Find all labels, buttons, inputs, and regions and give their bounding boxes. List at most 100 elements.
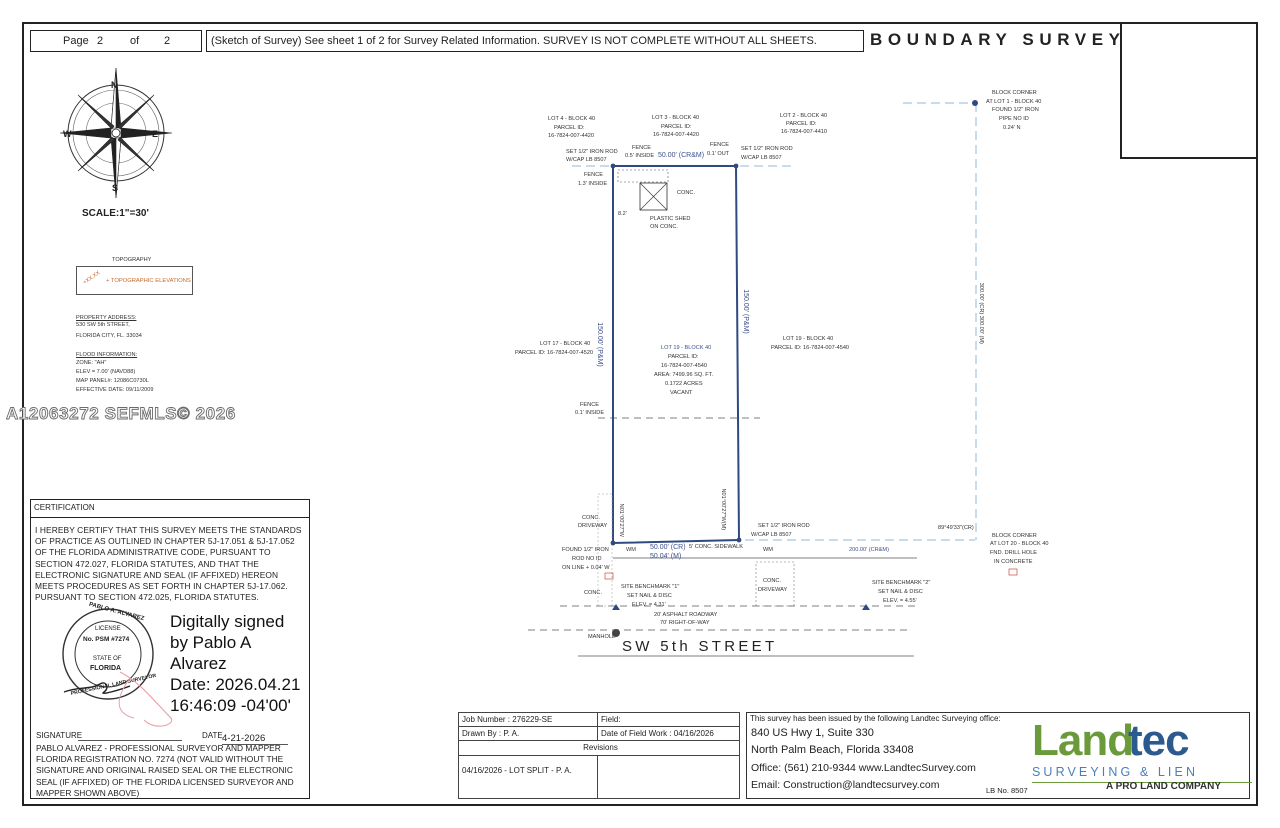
seal-state: STATE OF xyxy=(93,656,122,662)
fence-top-right-2: 0.1' OUT xyxy=(707,151,730,157)
topography-title: TOPOGRAPHY xyxy=(112,257,152,263)
address-line1: 530 SW 5th STREET, xyxy=(76,322,130,328)
left-dimension: 150.00' (P&M) xyxy=(595,322,603,367)
angle-label: 89°49'33"(CR) xyxy=(938,525,974,531)
found-rod-3: ON LINE + 0.04' W xyxy=(562,565,610,571)
bearing-left: N01°00'27"W xyxy=(617,503,624,537)
block-corner-bot-1: BLOCK CORNER xyxy=(992,533,1037,539)
conc-driveway-left-2: DRIVEWAY xyxy=(578,523,608,529)
lot4-line2: PARCEL ID: xyxy=(554,125,585,131)
compass-rose-icon xyxy=(59,67,173,199)
date-label: DATE xyxy=(202,731,223,740)
lot19-center-1: LOT 19 - BLOCK 40 xyxy=(661,345,712,351)
block-corner-top-5: 0.24' N xyxy=(1003,125,1021,131)
compass-s: S xyxy=(112,183,119,193)
logo-tagline: A PRO LAND COMPANY xyxy=(1106,781,1221,792)
found-rod-1: FOUND 1/2" IRON xyxy=(562,547,609,553)
seal-psm: No. PSM #7274 xyxy=(83,636,130,643)
digital-signature-line4: Date: 2026.04.21 xyxy=(170,675,301,694)
top-dimension: 50.00' (CR&M) xyxy=(658,152,705,159)
east-dimension: 300.00' (CR) 300.00' (M) xyxy=(977,282,984,344)
flood-date: EFFECTIVE DATE: 09/11/2009 xyxy=(76,387,154,393)
benchmark1-1: SITE BENCHMARK "1" xyxy=(621,584,680,590)
digital-signature-line5: 16:46:09 -04'00' xyxy=(170,696,291,715)
lot3-line1: LOT 3 - BLOCK 40 xyxy=(652,115,700,121)
sidewalk-label: 5' CONC. SIDEWALK xyxy=(689,544,744,550)
fence-mid-1: FENCE xyxy=(580,402,599,408)
office-address2: North Palm Beach, Florida 33408 xyxy=(751,744,914,756)
set-rod-bottom-1: SET 1/2" IRON ROD xyxy=(758,523,810,529)
lot19-center-3: 16-7824-007-4540 xyxy=(661,363,708,369)
page-number: 2 xyxy=(97,35,104,47)
conc-label: CONC. xyxy=(677,190,696,196)
lot19-right-1: LOT 19 - BLOCK 40 xyxy=(783,336,834,342)
lot2-line1: LOT 2 - BLOCK 40 xyxy=(780,113,828,119)
set-rod-left-1: SET 1/2" IRON ROD xyxy=(566,149,618,155)
fence-left-1: FENCE xyxy=(584,172,603,178)
block-corner-top-2: AT LOT 1 - BLOCK 40 xyxy=(986,99,1042,105)
block-corner-bot-3: FND. DRILL HOLE xyxy=(990,550,1038,556)
lb-number: LB No. 8507 xyxy=(986,786,1028,795)
page-label: Page xyxy=(63,35,89,47)
address-title: PROPERTY ADDRESS: xyxy=(76,315,137,321)
conc-driveway-left-1: CONC. xyxy=(582,515,601,521)
block-corner-top-4: PIPE NO ID xyxy=(999,116,1029,122)
fence-top-right-1: FENCE xyxy=(710,142,729,148)
sheet-border xyxy=(22,22,1258,806)
block-corner-bot-4: IN CONCRETE xyxy=(994,559,1033,565)
lot19-center-6: VACANT xyxy=(670,390,693,396)
office-email: Email: Construction@landtecsurvey.com xyxy=(751,779,940,791)
page-title: BOUNDARY SURVEY xyxy=(870,30,1126,49)
office-box xyxy=(746,712,1250,799)
roadway-2: 70' RIGHT-OF-WAY xyxy=(660,620,710,626)
flood-elev: ELEV = 7.00' (NAVD88) xyxy=(76,369,136,375)
benchmark1-2: SET NAIL & DISC xyxy=(627,593,672,599)
certification-text: I HEREBY CERTIFY THAT THIS SURVEY MEETS … xyxy=(35,525,302,603)
title-corner-box xyxy=(1120,22,1258,159)
lot3-line3: 16-7824-007-4420 xyxy=(653,132,700,138)
seal-florida: FLORIDA xyxy=(90,665,122,672)
digital-signature-line2: by Pablo A xyxy=(170,633,252,652)
compass-w: W xyxy=(63,129,72,139)
topo-item: + TOPOGRAPHIC ELEVATIONS xyxy=(106,278,191,284)
set-rod-right-2: W/CAP LB 8507 xyxy=(741,155,782,161)
wm-right: WM xyxy=(763,547,773,553)
set-rod-left-2: W/CAP LB 8507 xyxy=(566,157,607,163)
wm-left: WM xyxy=(626,547,636,553)
lot19-center-4: AREA: 7499.96 SQ. FT. xyxy=(654,372,714,378)
revision-blank xyxy=(597,755,740,799)
page-of: of xyxy=(130,35,140,47)
office-phone: Office: (561) 210-9344 www.LandtecSurvey… xyxy=(751,762,976,774)
lot19-center-5: 0.1722 ACRES xyxy=(665,381,703,387)
certification-heading: CERTIFICATION xyxy=(30,499,310,518)
fence-top-left-2: 0.5' INSIDE xyxy=(625,153,655,159)
logo-land: Land xyxy=(1032,716,1134,765)
found-rod-2: ROD NO ID xyxy=(572,556,602,562)
lot19-right-2: PARCEL ID: 16-7824-007-4540 xyxy=(771,345,850,351)
roadway-1: 20' ASPHALT ROADWAY xyxy=(654,612,718,618)
surveyor-seal-icon xyxy=(62,608,154,700)
lot2-line2: PARCEL ID: xyxy=(786,121,817,127)
street-name: SW 5th STREET xyxy=(622,638,778,655)
lot2-line3: 16-7824-007-4410 xyxy=(781,129,828,135)
digital-signature-line1: Digitally signed xyxy=(170,612,285,631)
bearing-right: N01°00'27"W(M) xyxy=(720,488,727,531)
office-address1: 840 US Hwy 1, Suite 330 xyxy=(751,727,874,739)
address-line2: FLORIDA CITY, FL. 33034 xyxy=(76,333,142,339)
logo-tec: tec xyxy=(1128,716,1190,765)
date-value: 4-21-2026 xyxy=(222,733,266,744)
scale-label: SCALE:1"=30' xyxy=(82,208,149,219)
bottom-dim-cr: 50.00' (CR) xyxy=(650,544,686,551)
benchmark2-2: SET NAIL & DISC xyxy=(878,589,923,595)
date-line xyxy=(222,744,288,745)
block-corner-top-3: FOUND 1/2" IRON xyxy=(992,107,1039,113)
office-issued: This survey has been issued by the follo… xyxy=(750,714,1001,723)
set-rod-right-1: SET 1/2" IRON ROD xyxy=(741,146,793,152)
seal-license: LICENSE xyxy=(95,626,121,632)
lot4-line1: LOT 4 - BLOCK 40 xyxy=(548,116,596,122)
page-total: 2 xyxy=(164,35,171,47)
conc-driveway-right-2: DRIVEWAY xyxy=(758,587,788,593)
digital-signature-line3: Alvarez xyxy=(170,654,227,673)
lot19-center-2: PARCEL ID: xyxy=(668,354,699,360)
signature-scribble-icon xyxy=(63,671,173,727)
